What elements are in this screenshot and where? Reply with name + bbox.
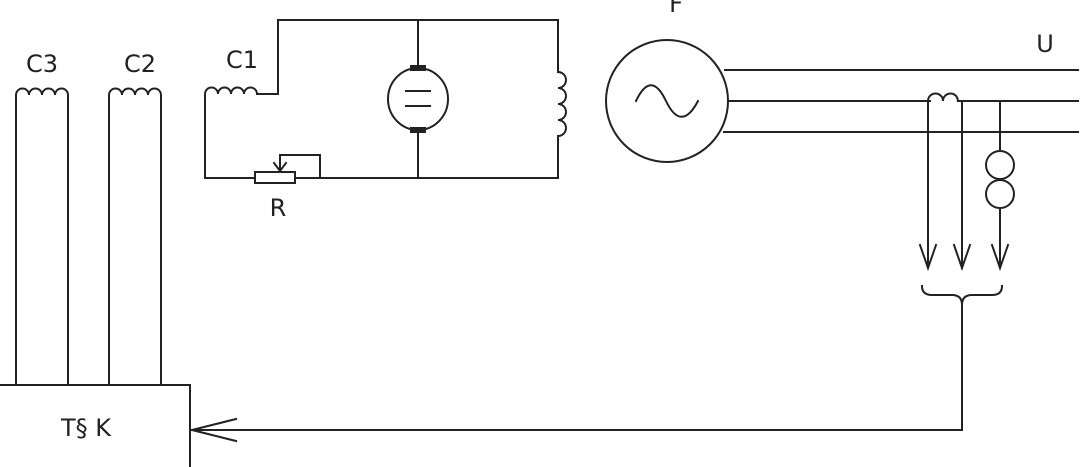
measurement-brace — [920, 284, 1004, 306]
label-c1: C1 — [226, 46, 258, 74]
label-c2: C2 — [124, 50, 156, 78]
controller-box — [0, 384, 191, 467]
coil-c2 — [108, 87, 162, 386]
label-r: R — [270, 194, 287, 222]
rheostat-r — [254, 161, 321, 184]
generator-f — [605, 39, 729, 163]
three-phase-lines — [723, 69, 1079, 133]
label-u: U — [1036, 30, 1054, 58]
current-transformer — [918, 92, 972, 272]
label-f: F — [669, 0, 683, 18]
dc-machine-symbol — [387, 19, 449, 179]
label-c3: C3 — [26, 50, 58, 78]
feedback-line — [191, 304, 963, 443]
label-tk: T§ K — [60, 414, 112, 442]
exciter-circuit — [204, 19, 567, 179]
coil-c3 — [15, 87, 69, 386]
voltage-transformer — [985, 100, 1015, 272]
